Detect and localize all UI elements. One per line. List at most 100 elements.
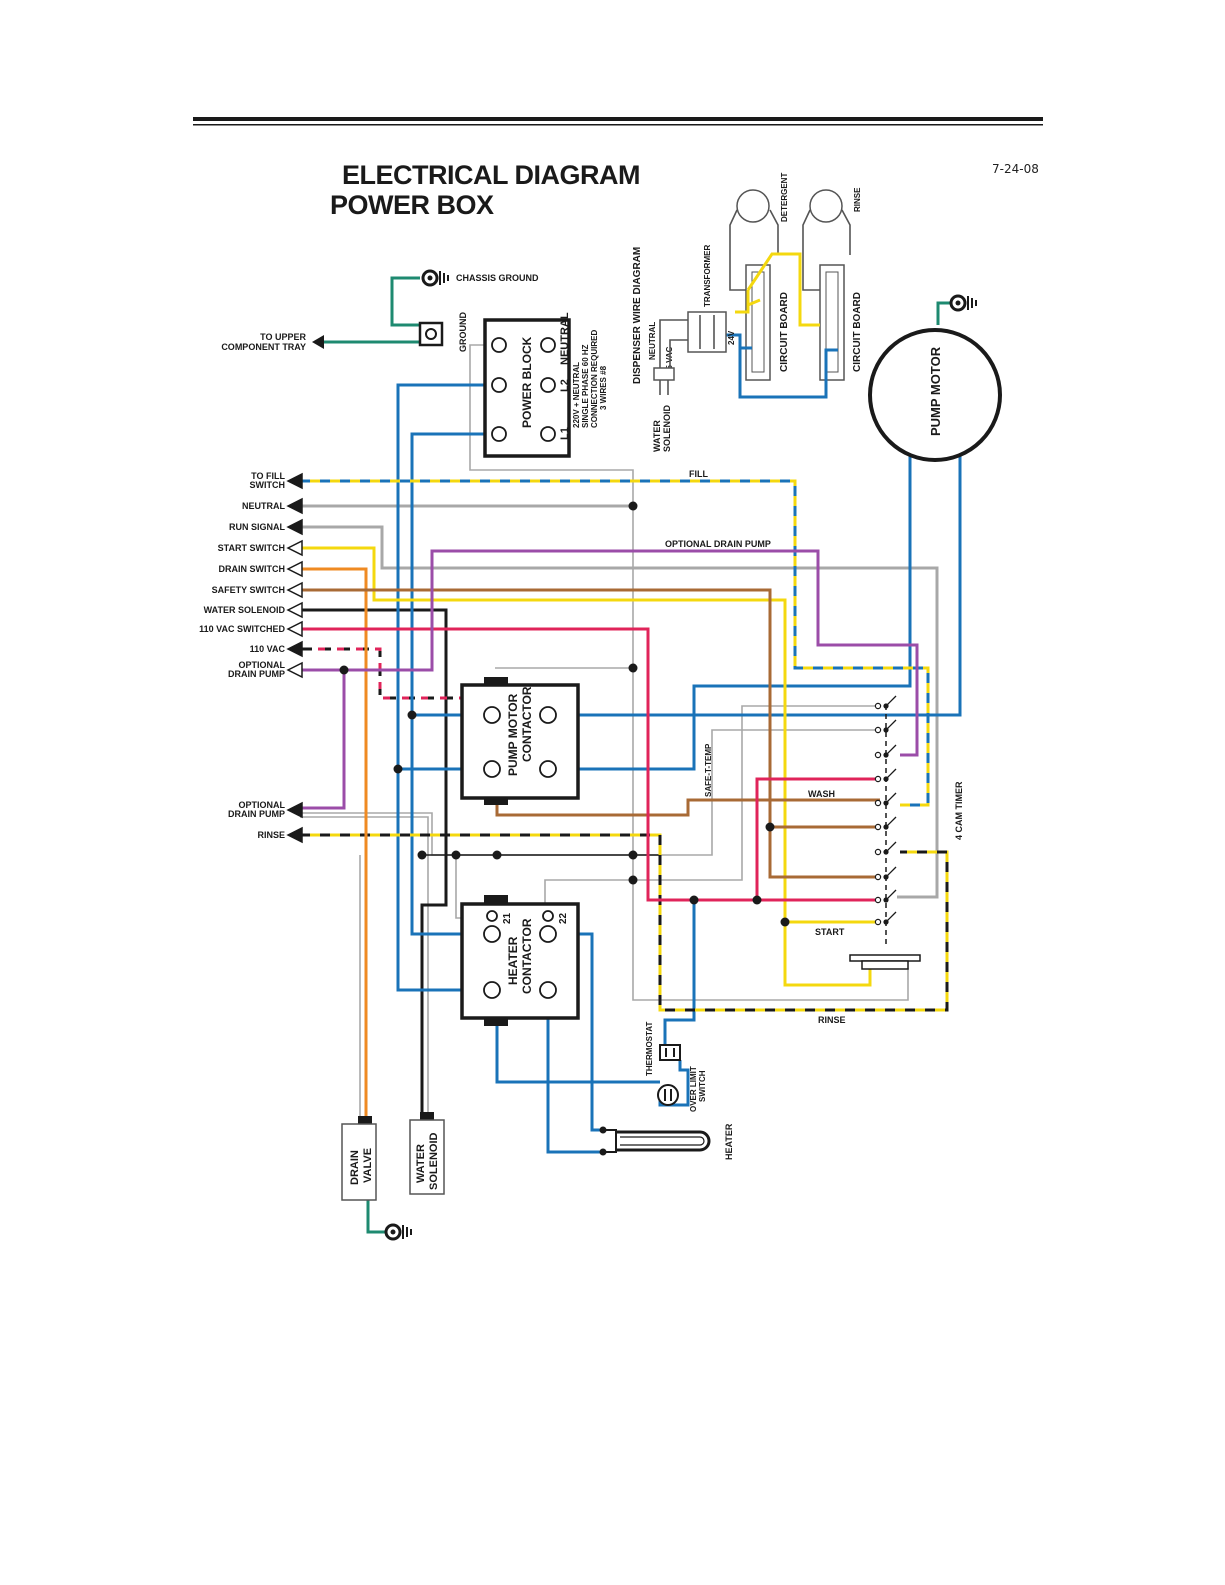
left-terminal: WATER SOLENOID <box>204 601 303 619</box>
contact-21-label: 21 <box>502 912 513 924</box>
timer-contact-icon <box>874 751 882 759</box>
transformer-coils <box>699 315 715 349</box>
terminal-arrow-filled-icon <box>286 497 303 515</box>
power-spec-1: 220V + NEUTRAL <box>572 362 581 428</box>
power-spec-2: SINGLE PHASE 60 HZ <box>581 344 590 428</box>
fill-wire-blue <box>300 479 930 807</box>
green-drain-ground-wire <box>366 1200 385 1234</box>
terminal-arrow-filled-icon <box>286 801 303 819</box>
wiring <box>300 276 962 1234</box>
dispenser-plug-icon <box>653 367 675 381</box>
l2-terminal-label: L2 <box>559 379 571 392</box>
heater-contactor: 21 22 HEATER CONTACTOR <box>460 895 580 1026</box>
left-terminal: 110 VAC <box>250 640 303 658</box>
drain-valve-label-1: DRAIN <box>349 1150 361 1185</box>
rinse-wire-label: RINSE <box>818 1015 846 1025</box>
dispenser-title: DISPENSER WIRE DIAGRAM <box>632 247 643 384</box>
blue-overlimit <box>658 1060 690 1107</box>
contact-22-label: 22 <box>558 912 569 924</box>
thermostat-label: THERMOSTAT <box>645 1022 654 1076</box>
yellow-dispenser-wire-2 <box>747 298 761 307</box>
power-spec-4: 3 WIRES #8 <box>599 365 608 410</box>
thermostat: THERMOSTAT <box>645 1022 681 1076</box>
black-water-solenoid <box>300 608 448 1120</box>
drain-valve-label-2: VALVE <box>362 1148 374 1183</box>
blue-heater-c <box>546 990 606 1154</box>
power-block: POWER BLOCK NEUTRAL L2 L1 220V + NEUTRAL… <box>483 312 608 458</box>
ground-label: GROUND <box>458 312 468 352</box>
fill-wire-label: FILL <box>689 469 708 479</box>
brown-safe-t-temp <box>495 798 880 817</box>
terminal-arrow-open-icon <box>286 581 303 599</box>
terminal-label: DRAIN PUMP <box>228 809 285 819</box>
left-terminal: RUN SIGNAL <box>229 518 303 536</box>
timer-lever-icon <box>885 889 897 901</box>
over-limit-label-1: OVER LIMIT <box>689 1066 698 1112</box>
ground-icon <box>949 294 977 312</box>
rinse-pump-icon <box>809 189 843 223</box>
terminal-label: OPTIONAL <box>239 800 286 810</box>
cam-timer: 4 CAM TIMER <box>849 695 964 970</box>
red-wash-wire <box>755 777 880 900</box>
timer-contact-icon <box>874 848 882 856</box>
diagram-title: ELECTRICAL DIAGRAM <box>342 160 640 190</box>
terminal-label: SAFETY SWITCH <box>212 585 285 595</box>
brown-safety-wire <box>300 588 880 879</box>
terminal-label: WATER SOLENOID <box>204 605 286 615</box>
water-solenoid: WATER SOLENOID <box>409 1112 445 1195</box>
dispenser-feed-wires <box>659 319 688 370</box>
dispenser-wire-diagram: DISPENSER WIRE DIAGRAM DETERGENT RINSE C… <box>632 173 863 452</box>
yellow-start-wire <box>300 546 872 987</box>
timer-contact-icon <box>874 775 882 783</box>
terminal-label: 110 VAC SWITCHED <box>199 624 285 634</box>
water-solenoid-top-2: SOLENOID <box>662 404 672 452</box>
pump-contactor-label-2: CONTACTOR <box>520 686 534 762</box>
heater-contactor-label-2: CONTACTOR <box>520 918 534 994</box>
start-wire-label: START <box>815 927 845 937</box>
junction-dots <box>339 501 790 927</box>
dispenser-plug-leads <box>659 380 669 395</box>
terminal-label: OPTIONAL <box>239 660 286 670</box>
terminal-label: START SWITCH <box>218 543 285 553</box>
terminal-arrow-open-icon <box>286 601 303 619</box>
pump-motor-contactor: PUMP MOTOR CONTACTOR <box>460 677 580 805</box>
terminal-arrow-filled-icon <box>286 472 303 490</box>
terminal-arrow-open-icon <box>286 539 303 557</box>
timer-lever-icon <box>885 744 897 756</box>
power-spec-3: CONNECTION REQUIRED <box>590 330 599 428</box>
power-block-label: POWER BLOCK <box>520 336 534 428</box>
timer-lever-icon <box>885 816 897 828</box>
terminal-arrow-open-icon <box>286 661 303 679</box>
timer-contact-icon <box>874 702 882 710</box>
water-solenoid-label-1: WATER <box>415 1144 427 1183</box>
terminal-arrow-open-icon <box>286 620 303 638</box>
revision-date: 7-24-08 <box>992 162 1039 176</box>
gray-timer-b <box>633 705 880 881</box>
fill-wire-yellow <box>300 479 930 807</box>
gray-run-signal-wire <box>300 525 939 899</box>
transformer-icon <box>687 311 727 353</box>
detergent-pump-leads <box>729 209 779 291</box>
transformer-label: TRANSFORMER <box>703 245 712 307</box>
heater-contactor-label-1: HEATER <box>506 936 520 985</box>
pump-motor-label: PUMP MOTOR <box>928 346 943 436</box>
rinse-pump-leads <box>802 209 851 291</box>
heater-label: HEATER <box>724 1123 734 1160</box>
gray-solenoid-return <box>300 816 429 1120</box>
blue-pump-out-2 <box>553 455 912 771</box>
green-pump-ground-wire <box>936 301 950 325</box>
orange-drain-wire <box>300 567 368 1120</box>
gray-neutral-wire <box>469 344 909 1001</box>
rinse-pump-label: RINSE <box>853 187 862 212</box>
timer-contact-icon <box>874 918 882 926</box>
green-ground-wire <box>390 276 420 327</box>
black-110vac <box>300 647 489 714</box>
terminal-arrow-filled-icon <box>286 640 303 658</box>
ground-icon <box>384 1223 412 1241</box>
neutral-terminal-label: NEUTRAL <box>559 312 571 365</box>
timer-lever-icon <box>885 841 897 853</box>
red-switched-wire <box>300 627 880 902</box>
